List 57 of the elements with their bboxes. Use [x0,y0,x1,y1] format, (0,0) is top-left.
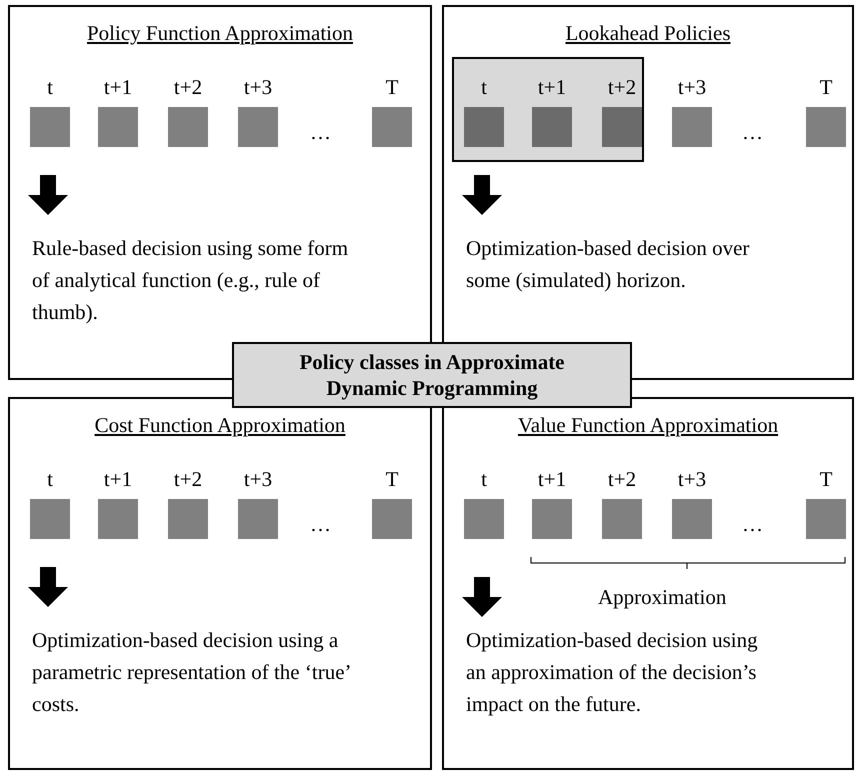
description-text: Optimization-based decision over some (simulated) horizon. [466,235,750,294]
time-step-box [602,107,642,147]
time-step-label: T [384,467,400,492]
time-step-label: t+3 [242,467,274,492]
time-step-label: t+1 [536,75,568,100]
time-step-label: t [46,75,54,100]
ellipsis: … [310,512,331,537]
ellipsis: … [310,120,331,145]
time-step-box [806,107,846,147]
description-text: Optimization-based decision using an approximation of the decision’s impact on the future. [466,627,759,718]
time-step-label: t+3 [676,75,708,100]
time-step-label: t+2 [606,467,638,492]
time-step-box [672,107,712,147]
panel-heading: Policy Function Approximation [86,21,354,46]
time-step-label: t+3 [242,75,274,100]
time-step-label: t [46,467,54,492]
ellipsis: … [742,120,763,145]
time-step-box [464,107,504,147]
time-step-box [532,107,572,147]
time-step-box [168,107,208,147]
time-step-box [806,499,846,539]
time-step-box [372,107,412,147]
time-step-box [238,107,278,147]
panel-heading: Cost Function Approximation [94,413,346,438]
time-step-box [30,499,70,539]
policy-panel [442,5,854,380]
time-step-label: t+1 [102,467,134,492]
time-step-label: t+2 [172,75,204,100]
time-step-label: T [818,75,834,100]
time-step-box [372,499,412,539]
time-step-box [238,499,278,539]
time-step-label: T [384,75,400,100]
description-text: Rule-based decision using some form of analytical function (e.g., rule of thumb). [32,235,350,326]
bracket-label: Approximation [598,585,726,610]
description-text: Optimization-based decision using a parametric representation of the ‘true’ costs. [32,627,351,718]
time-step-label: t+1 [536,467,568,492]
time-step-label: t+3 [676,467,708,492]
time-step-box [98,107,138,147]
time-step-box [168,499,208,539]
time-step-box [464,499,504,539]
time-step-box [532,499,572,539]
time-step-label: t [480,75,488,100]
ellipsis: … [742,512,763,537]
time-step-label: t+1 [102,75,134,100]
panel-heading: Lookahead Policies [564,21,732,46]
time-step-label: t+2 [172,467,204,492]
time-step-box [30,107,70,147]
time-step-box [602,499,642,539]
time-step-label: t+2 [606,75,638,100]
time-step-label: T [818,467,834,492]
title-text: Policy classes in Approximate Dynamic Programming [298,349,566,401]
lookahead-horizon-box [452,57,644,162]
time-step-label: t [480,467,488,492]
time-step-box [98,499,138,539]
title-box [232,342,632,408]
time-step-box [672,499,712,539]
panel-heading: Value Function Approximation [516,413,780,438]
